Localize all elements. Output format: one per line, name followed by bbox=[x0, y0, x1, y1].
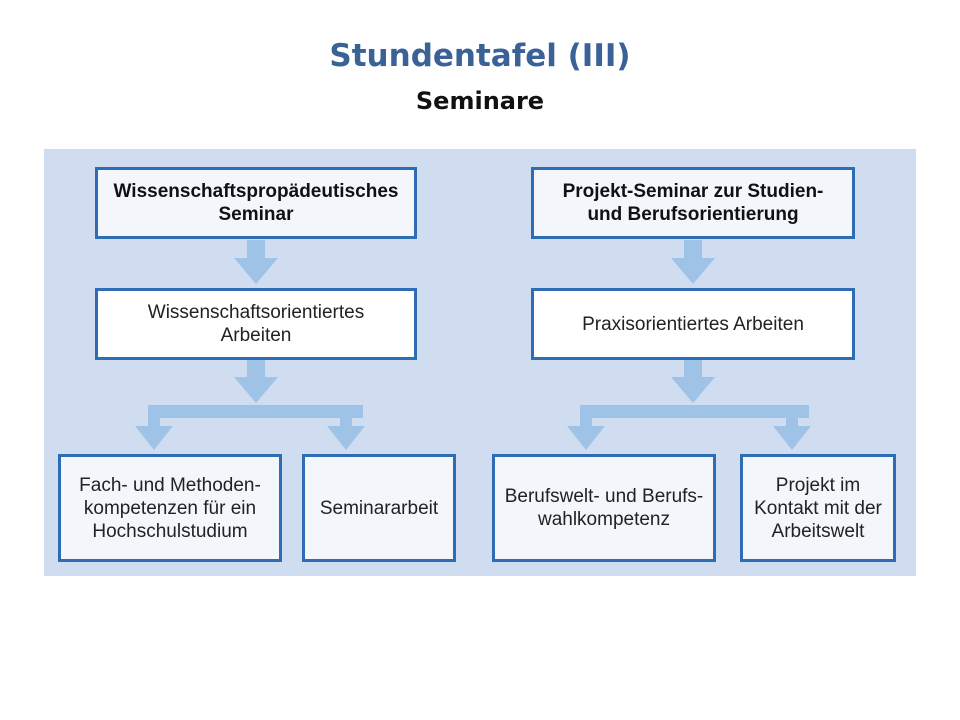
box-seminararbeit: Seminararbeit bbox=[302, 454, 456, 562]
arrow-down-right-1 bbox=[671, 240, 715, 284]
arrow-down-left-1 bbox=[234, 240, 278, 284]
box-fach-und-methodenkompetenzen: Fach- und Methoden- kompetenzen für ein … bbox=[58, 454, 282, 562]
page-subtitle: Seminare bbox=[415, 87, 545, 115]
box-projekt-im-kontakt: Projekt im Kontakt mit der Arbeitswelt bbox=[740, 454, 896, 562]
arrow-down-left-2 bbox=[234, 359, 278, 403]
page-title: Stundentafel (III) bbox=[329, 38, 631, 74]
arrow-down-right-2 bbox=[671, 359, 715, 403]
box-praxisorientiertes-arbeiten: Praxisorientiertes Arbeiten bbox=[531, 288, 855, 360]
box-wissenschaftspropaedeutisches-seminar: Wissenschaftspropädeutisches Seminar bbox=[95, 167, 417, 239]
box-projekt-seminar: Projekt-Seminar zur Studien- und Berufso… bbox=[531, 167, 855, 239]
branch-arrow-right bbox=[567, 405, 811, 450]
branch-arrow-left bbox=[135, 405, 365, 450]
box-berufswelt-und-berufswahlkompetenz: Berufswelt- und Berufs- wahlkompetenz bbox=[492, 454, 716, 562]
box-wissenschaftsorientiertes-arbeiten: Wissenschaftsorientiertes Arbeiten bbox=[95, 288, 417, 360]
